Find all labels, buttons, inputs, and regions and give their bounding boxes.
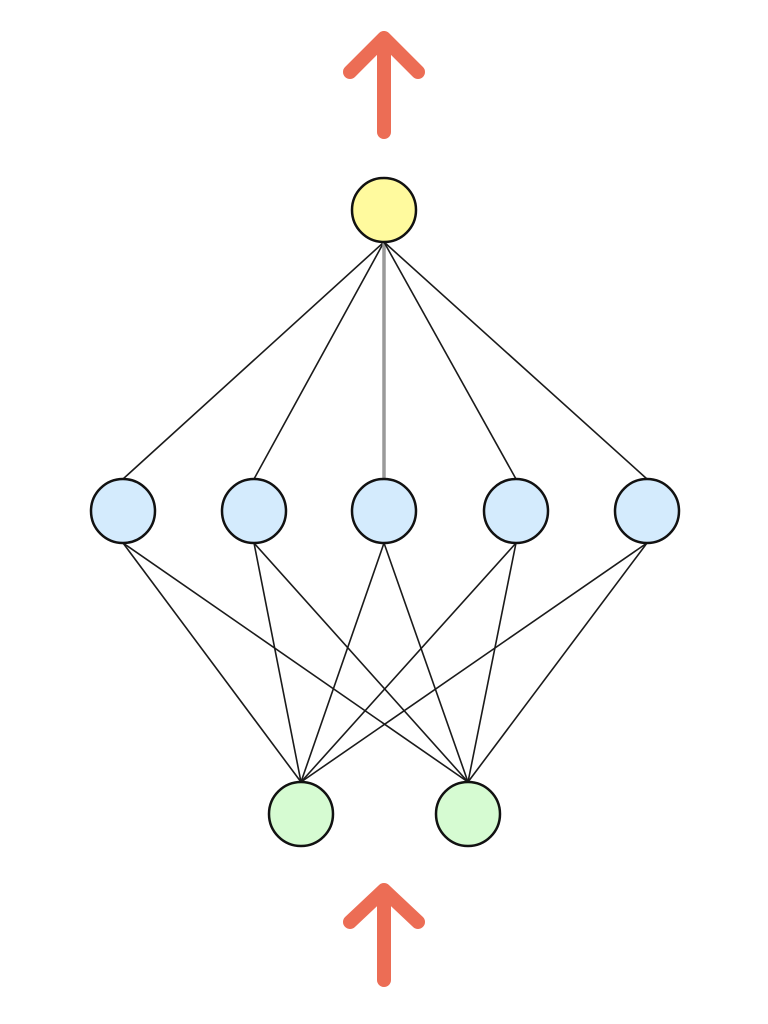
input-node-2 (434, 780, 502, 848)
edge-hidden-5-input-1 (300, 542, 648, 783)
hidden-node-5 (613, 477, 681, 545)
neurons (89, 176, 681, 848)
edge-output-hidden-2 (253, 241, 385, 480)
input-node-1 (267, 780, 335, 848)
edge-output-hidden-4 (383, 241, 517, 480)
output-node-1 (350, 176, 418, 244)
edge-hidden-2-input-2 (253, 542, 469, 783)
input-arrow-icon (343, 883, 425, 987)
edge-output-hidden-5 (383, 241, 648, 480)
edge-hidden-5-input-2 (467, 542, 648, 783)
connections (122, 241, 648, 783)
edge-hidden-3-input-2 (383, 542, 469, 783)
hidden-node-1 (89, 477, 157, 545)
hidden-node-3 (350, 477, 418, 545)
edge-hidden-1-input-2 (122, 542, 469, 783)
edge-hidden-1-input-1 (122, 542, 302, 783)
hidden-node-2 (220, 477, 288, 545)
edge-hidden-4-input-2 (467, 542, 517, 783)
output-arrow-icon (343, 31, 425, 139)
edge-output-hidden-1 (122, 241, 385, 480)
edge-hidden-2-input-1 (253, 542, 302, 783)
hidden-node-4 (482, 477, 550, 545)
edge-hidden-4-input-1 (300, 542, 517, 783)
input-arrow-icon-path (343, 883, 425, 987)
edge-hidden-3-input-1 (300, 542, 385, 783)
output-arrow-icon-path (343, 31, 425, 139)
